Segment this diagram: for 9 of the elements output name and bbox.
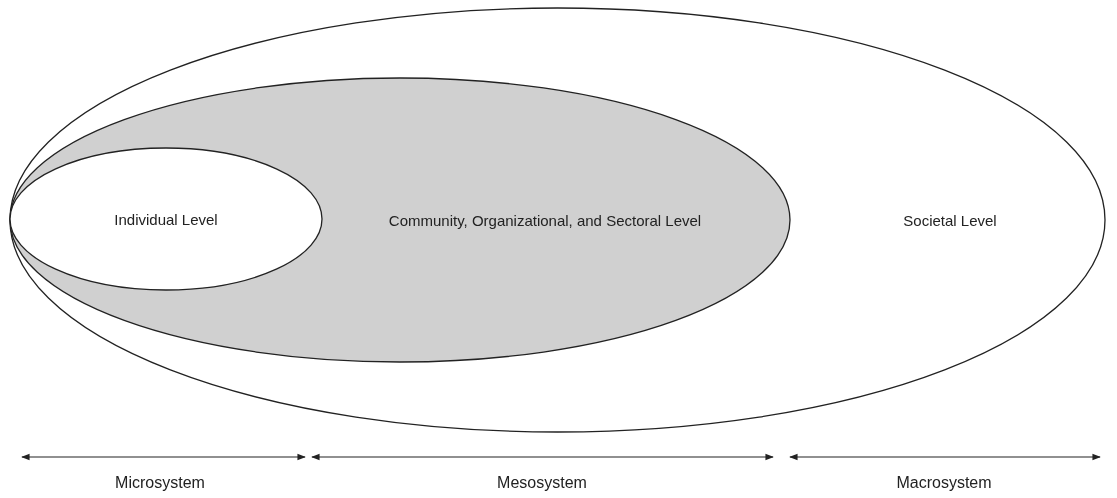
level-ellipse [10,8,1105,432]
system-label: Microsystem [115,474,205,492]
level-label: Individual Level [114,210,218,228]
system-label: Mesosystem [497,474,587,492]
level-ellipse [10,148,322,290]
level-ellipse [10,78,790,362]
system-label: Macrosystem [896,474,992,492]
level-label: Societal Level [903,211,997,229]
level-label: Community, Organizational, and Sectoral Level [388,211,702,229]
